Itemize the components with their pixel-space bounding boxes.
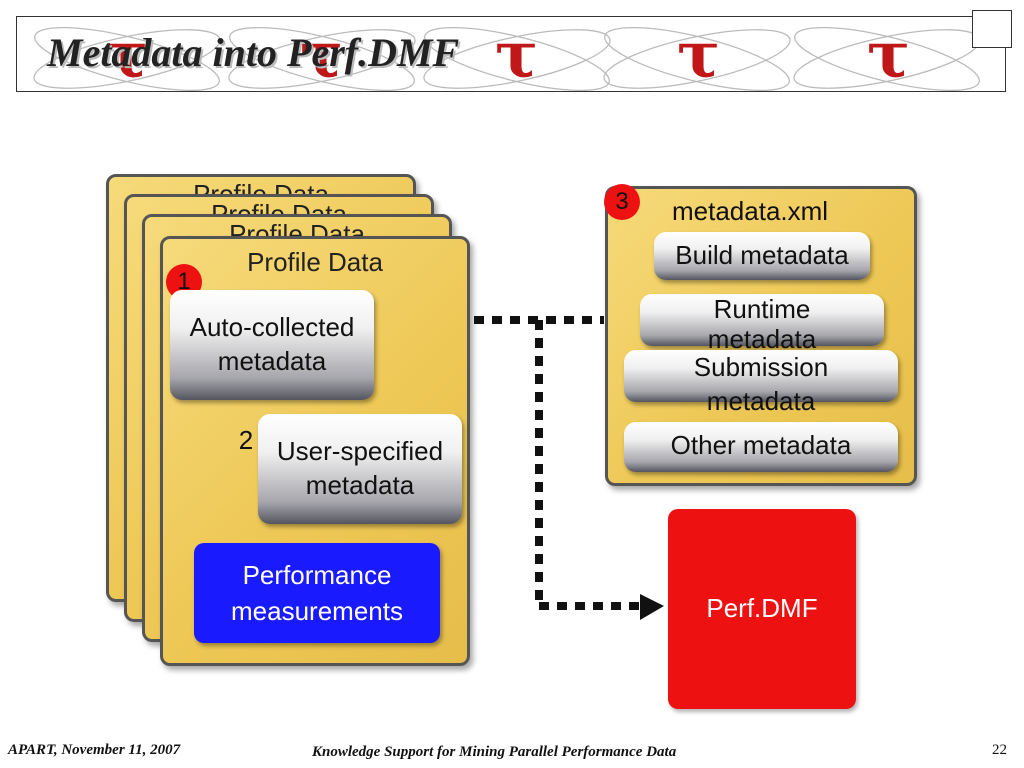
- runtime-metadata-line-2: metadata: [707, 324, 817, 354]
- footer-date: APART, November 11, 2007: [8, 742, 181, 758]
- page-number: 22: [992, 742, 1007, 758]
- perfdmf-label: Perf.DMF: [706, 593, 818, 623]
- footer-title: Knowledge Support for Mining Parallel Pe…: [312, 744, 677, 760]
- tau-logo-icon: τ: [677, 18, 720, 92]
- performance-measurements-box: Performance measurements: [194, 543, 440, 643]
- step-badge-2: 2: [238, 425, 254, 455]
- user-specified-metadata-box: User-specified metadata: [258, 414, 462, 524]
- other-metadata-label: Other metadata: [670, 430, 852, 460]
- user-specified-line-1: User-specified: [276, 436, 444, 466]
- performance-line-1: Performance: [242, 560, 392, 590]
- title-banner: τ τ τ τ τ Metadata into Perf.DMF: [16, 16, 1006, 92]
- auto-collected-metadata-box: Auto-collected metadata: [170, 290, 374, 400]
- tau-logo-icon: τ: [495, 18, 538, 92]
- tau-logo-icon: τ: [867, 18, 910, 92]
- metadata-xml-title: metadata.xml: [672, 196, 829, 226]
- perfdmf-box: Perf.DMF: [668, 509, 856, 709]
- atom-tau-background: τ τ τ τ τ: [33, 18, 981, 92]
- auto-collected-line-1: Auto-collected: [189, 312, 355, 342]
- build-metadata-box: Build metadata: [654, 232, 870, 280]
- corner-box: [972, 10, 1012, 48]
- step-badge-3: 3: [604, 184, 640, 220]
- submission-metadata-line-2: metadata: [706, 386, 816, 416]
- runtime-metadata-line-1: Runtime: [713, 294, 811, 324]
- arrow-head-icon: [640, 594, 664, 620]
- runtime-metadata-box: Runtime metadata: [640, 294, 884, 354]
- tau-logo-icon: τ: [300, 18, 343, 92]
- submission-metadata-line-1: Submission: [693, 352, 829, 382]
- build-metadata-label: Build metadata: [675, 240, 849, 270]
- performance-line-2: measurements: [231, 596, 403, 626]
- auto-collected-line-2: metadata: [217, 346, 327, 376]
- user-specified-line-2: metadata: [305, 470, 415, 500]
- other-metadata-box: Other metadata: [624, 422, 898, 472]
- tau-logo-icon: τ: [105, 18, 148, 92]
- slide-title: Metadata into Perf.DMF: [47, 30, 460, 75]
- submission-metadata-box: Submission metadata: [624, 350, 898, 416]
- profile-card-title: Profile Data: [247, 247, 383, 277]
